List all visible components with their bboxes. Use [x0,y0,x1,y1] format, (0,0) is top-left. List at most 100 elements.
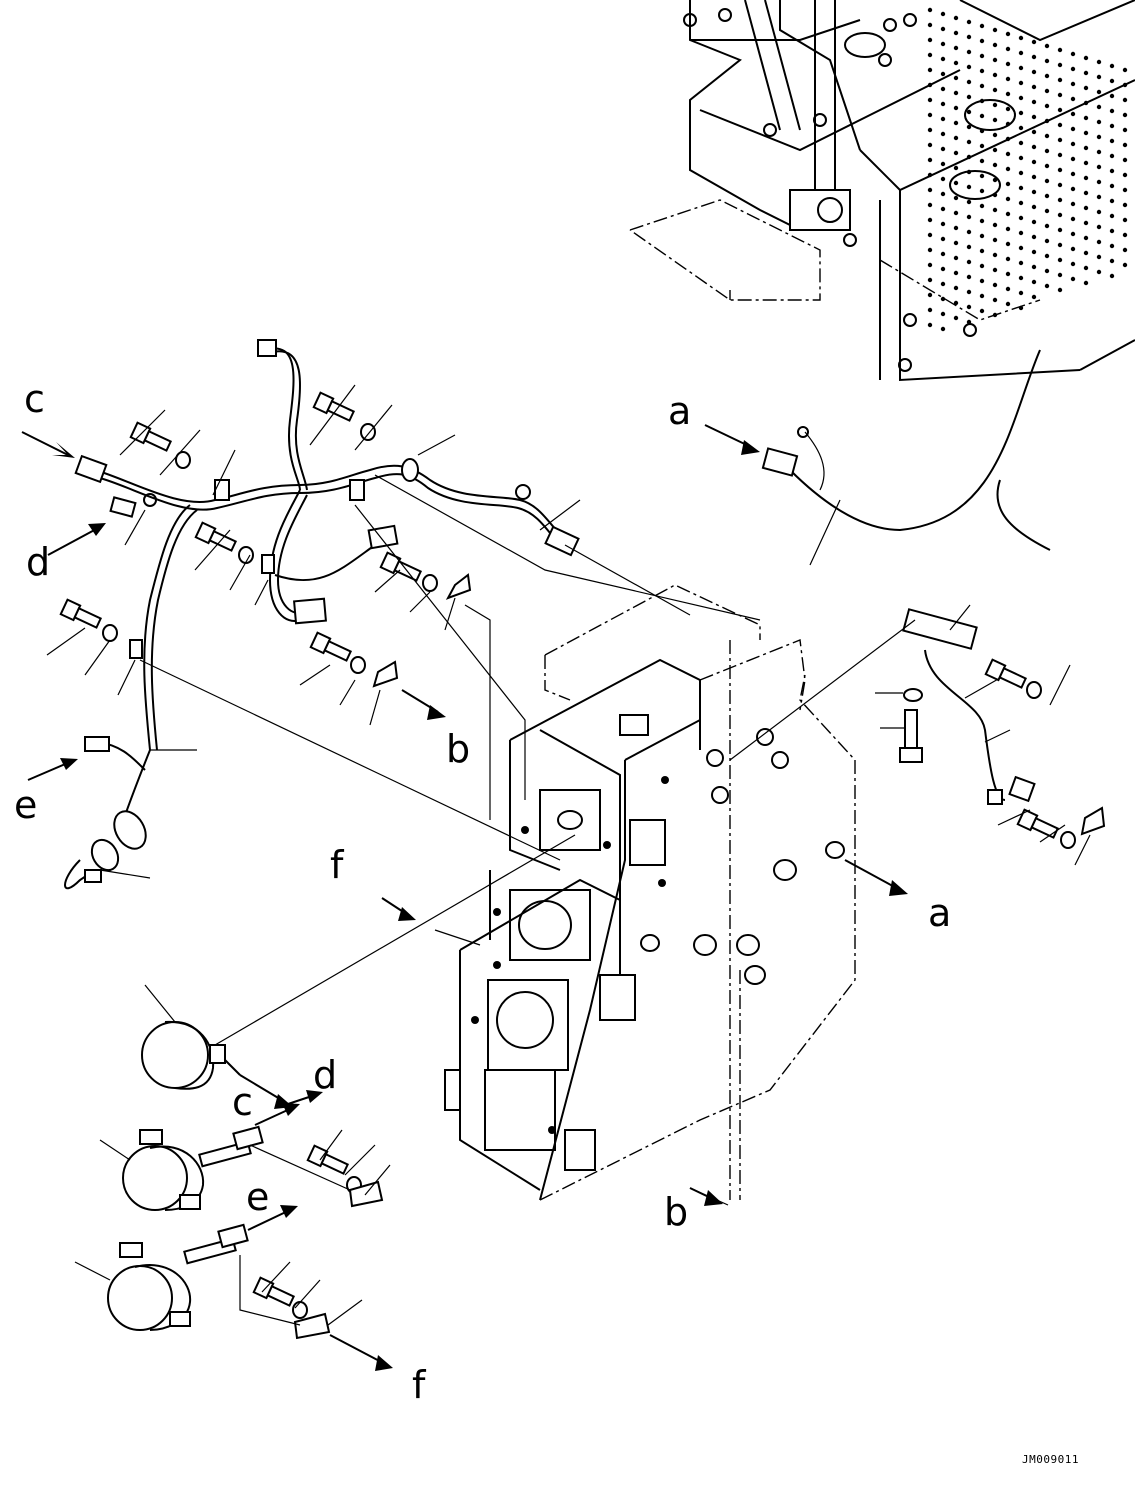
perforation-dot [992,102,998,108]
perforation-dot [992,147,998,153]
perforation-dot [1057,272,1063,278]
bolt [194,521,238,552]
perforation-dot [940,11,946,17]
washer [422,574,438,592]
perforation-dot [1057,257,1063,263]
perforation-dot [979,158,985,164]
perforation-dot [1018,245,1024,251]
perforation-dot [1096,164,1102,170]
perforation-dot [1096,89,1102,95]
perforation-dot [1018,230,1024,236]
perforation-dot [1044,283,1050,289]
perforation-dot [1031,159,1037,165]
perforation-dot [1005,31,1011,37]
label-c-top: c [24,377,45,421]
perforation-dot [1122,112,1128,118]
perforation-dot [927,67,933,73]
perforation-dot [1096,209,1102,215]
perforation-dot [1031,69,1037,75]
perforation-dot [1070,96,1076,102]
perforation-dot [1018,200,1024,206]
perforation-dot [979,248,985,254]
perforation-dot [1005,46,1011,52]
perforation-dot [1044,238,1050,244]
perforation-dot [1005,196,1011,202]
perforation-dot [953,60,959,66]
perforation-dot [1083,205,1089,211]
perforation-dot [992,252,998,258]
perforation-dot [1044,223,1050,229]
perforation-dot [1044,148,1050,154]
perforation-dot [1031,129,1037,135]
perforation-dot [1122,202,1128,208]
perforation-dot [1005,181,1011,187]
perforation-dot [992,132,998,138]
perforation-dots [927,7,1128,332]
perforation-dot [953,315,959,321]
perforation-dot [1083,280,1089,286]
perforation-dot [1109,93,1115,99]
perforation-dot [979,173,985,179]
perforation-dot [927,202,933,208]
perforation-dot [1031,114,1037,120]
label-e-lamp: e [246,1175,269,1219]
perforation-dot [1018,80,1024,86]
perforation-dot [1018,155,1024,161]
bolt [252,1276,296,1307]
perforation-dot [966,19,972,25]
perforation-dot [1018,50,1024,56]
perforation-dot [979,38,985,44]
perforation-dot [1070,186,1076,192]
perforation-dot [953,225,959,231]
perforation-dot [940,206,946,212]
perforation-dot [1096,254,1102,260]
perforation-dot [940,326,946,332]
perforation-dot [953,300,959,306]
perforation-dot [1044,103,1050,109]
perforation-dot [1109,258,1115,264]
perforation-dot [940,266,946,272]
perforation-dot [940,176,946,182]
perforation-dot [1070,171,1076,177]
perforation-dot [966,229,972,235]
perforation-dot [1083,130,1089,136]
perforation-dot [992,207,998,213]
perforation-dot [1044,178,1050,184]
perforation-dot [940,146,946,152]
perforation-dot [953,45,959,51]
perforation-dot [1070,126,1076,132]
perforation-dot [979,263,985,269]
perforation-dot [979,308,985,314]
perforation-dot [1122,82,1128,88]
perforation-dot [1057,62,1063,68]
perforation-dot [1018,95,1024,101]
perforation-dot [1109,123,1115,129]
perforation-dot [966,259,972,265]
perforation-dot [979,83,985,89]
perforation-dot [1031,279,1037,285]
perforation-dot [1083,145,1089,151]
perforation-dot [992,72,998,78]
perforation-dot [1044,118,1050,124]
perforation-dot [1044,193,1050,199]
washer [350,656,366,674]
perforation-dot [1122,142,1128,148]
perforation-dot [992,192,998,198]
perforation-dot [1057,152,1063,158]
perforation-dot [1122,157,1128,163]
perforation-dot [966,169,972,175]
perforation-dot [966,64,972,70]
perforation-dot [927,37,933,43]
reference-labels: c d e f a b a b d c e f JM009011 [14,377,1078,1466]
perforation-dot [1083,190,1089,196]
perforation-dot [940,116,946,122]
perforation-dot [966,199,972,205]
perforation-dot [992,297,998,303]
perforation-dot [1070,231,1076,237]
washer [175,451,191,469]
perforation-dot [992,237,998,243]
perforation-dot [1083,100,1089,106]
perforation-dot [1070,141,1076,147]
perforation-dot [966,49,972,55]
perforation-dot [1044,268,1050,274]
